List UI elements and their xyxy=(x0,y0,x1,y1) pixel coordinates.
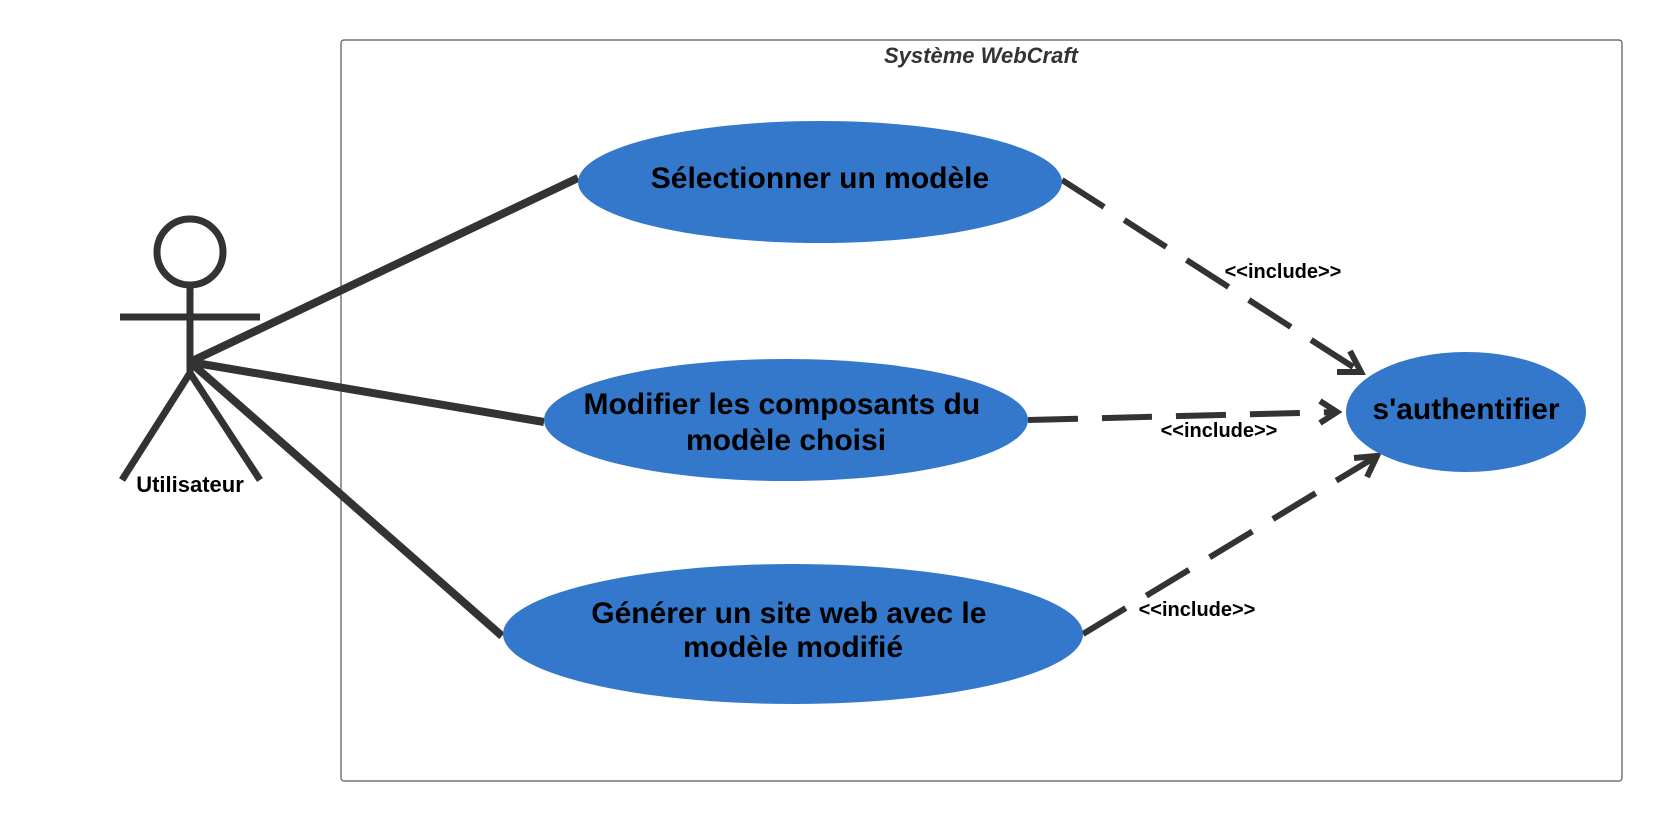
actor-user: Utilisateur xyxy=(119,215,263,497)
association-select xyxy=(188,174,580,366)
use-case-authenticate-ellipse xyxy=(1346,352,1586,472)
use-case-generate-site: Générer un site web avec le modèle modif… xyxy=(503,564,1083,704)
include-dependencies: <<include>> <<include>> <<include>> xyxy=(1027,177,1382,637)
use-case-authenticate-label: s'authentifier xyxy=(1372,393,1559,426)
actor-label: Utilisateur xyxy=(136,472,244,497)
include-label-2: <<include>> xyxy=(1161,420,1278,442)
include-label-1: <<include>> xyxy=(1225,261,1342,283)
use-case-generate-site-line-2: modèle modifié xyxy=(683,631,903,664)
use-case-generate-site-label: Générer un site web avec le modèle modif… xyxy=(591,597,995,664)
include-label-3: <<include>> xyxy=(1139,599,1256,621)
use-case-modify-components: Modifier les composants du modèle choisi xyxy=(544,359,1028,481)
include-line-2 xyxy=(1027,409,1338,423)
use-case-generate-site-line-1: Générer un site web avec le xyxy=(591,597,986,630)
association-modify xyxy=(189,358,545,426)
use-case-select-model-label: Sélectionner un modèle xyxy=(651,162,989,195)
actor-head xyxy=(153,215,227,289)
use-case-authenticate-line-1: s'authentifier xyxy=(1372,393,1559,426)
use-case-modify-components-ellipse xyxy=(544,359,1028,481)
use-case-select-model: Sélectionner un modèle xyxy=(578,121,1062,243)
include-arrowhead-3 xyxy=(1353,452,1382,479)
include-line-3 xyxy=(1081,453,1379,637)
association-generate xyxy=(187,358,505,640)
include-arrowhead-1 xyxy=(1337,349,1366,375)
use-case-select-model-ellipse xyxy=(578,121,1062,243)
include-arrowhead-2 xyxy=(1318,398,1343,426)
use-case-authenticate: s'authentifier xyxy=(1346,352,1586,472)
system-title: Système WebCraft xyxy=(884,43,1080,68)
actor-right-leg xyxy=(187,371,263,482)
use-case-modify-components-line-1: Modifier les composants du xyxy=(583,388,980,421)
include-line-1 xyxy=(1060,177,1363,375)
use-case-select-model-line-1: Sélectionner un modèle xyxy=(651,162,989,195)
associations xyxy=(187,174,580,640)
actor-left-leg xyxy=(119,371,193,482)
use-case-modify-components-line-2: modèle choisi xyxy=(686,424,886,457)
use-case-generate-site-ellipse xyxy=(503,564,1083,704)
use-case-modify-components-label: Modifier les composants du modèle choisi xyxy=(583,388,988,457)
